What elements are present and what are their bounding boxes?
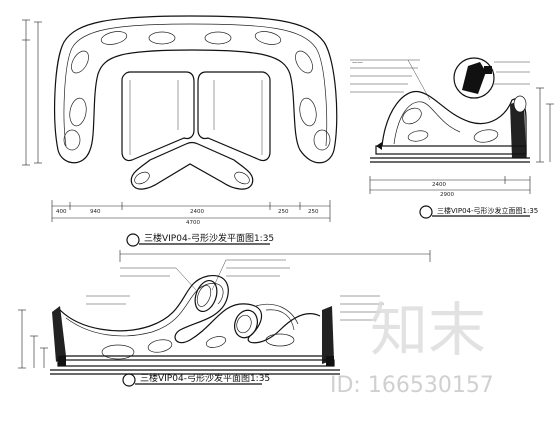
front-elevation: 三楼VIP04-弓形沙发平面图1:35 <box>18 250 431 387</box>
watermark: 知末 ID: 166530157 <box>330 296 494 398</box>
plan-dim-total: 4700 <box>186 220 200 226</box>
plan-dim-5: 250 <box>308 209 319 215</box>
plan-dim-2: 940 <box>90 209 101 215</box>
svg-text:——: —— <box>352 60 364 66</box>
plan-dim-3: 2400 <box>190 209 204 215</box>
watermark-brand: 知末 <box>370 296 486 364</box>
plan-view: 400 940 2400 250 250 4700 三楼VIP04-弓形沙发平面… <box>22 15 338 247</box>
side-dim-total: 2900 <box>440 192 454 198</box>
side-elevation: —— 2400 <box>350 57 554 219</box>
front-title: 三楼VIP04-弓形沙发平面图1:35 <box>140 372 270 384</box>
watermark-id: ID: 166530157 <box>330 373 494 398</box>
side-title: 三楼VIP04-弓形沙发立面图1:35 <box>437 206 538 215</box>
plan-title: 三楼VIP04-弓形沙发平面图1:35 <box>144 232 274 244</box>
side-dim-1: 2400 <box>432 182 446 188</box>
plan-dim-1: 400 <box>56 209 67 215</box>
plan-dim-4: 250 <box>278 209 289 215</box>
